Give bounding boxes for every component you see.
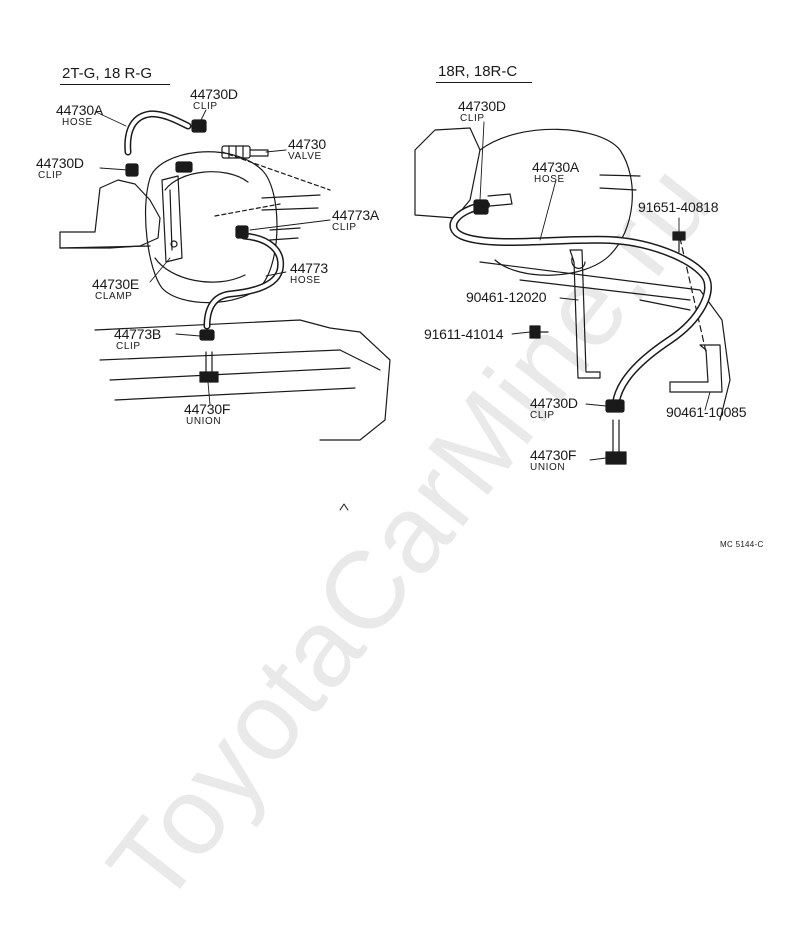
right-part-number-bracket-90461-12020: 90461-12020	[466, 289, 547, 305]
right-part-number-hose: 44730A	[532, 159, 580, 175]
left-part-number-clamp: 44730E	[92, 276, 140, 292]
right-part-number-clip-lower: 44730D	[530, 395, 578, 411]
left-engine-outline	[59, 151, 391, 441]
left-hose-44730A	[124, 110, 192, 156]
right-part-number-bracket-90461-10085: 90461-10085	[666, 404, 747, 420]
right-part-number-bolt-91651: 91651-40818	[638, 199, 719, 215]
left-part-desc-clip-side: CLIP	[38, 170, 63, 181]
left-part-number-clip-upper: 44730D	[190, 86, 238, 102]
leader-lines	[95, 109, 711, 461]
right-part-number-bolt-91611: 91611-41014	[424, 326, 504, 342]
right-header-underline	[436, 82, 532, 83]
left-group-header: 2T-G, 18 R-G	[62, 65, 153, 82]
left-part-desc-valve: VALVE	[288, 151, 322, 162]
left-part-desc-hose-44730a: HOSE	[62, 117, 93, 128]
right-clips-and-bolts	[339, 193, 686, 511]
right-group-header: 18R, 18R-C	[438, 63, 518, 80]
right-part-number-union: 44730F	[530, 447, 577, 463]
left-part-number-clip-44773a: 44773A	[332, 207, 380, 223]
left-part-desc-clip-44773a: CLIP	[332, 222, 357, 233]
left-part-desc-clip-44773b: CLIP	[116, 341, 141, 352]
left-part-number-union: 44730F	[184, 401, 231, 417]
right-engine-outline	[414, 127, 731, 421]
right-part-desc-hose: HOSE	[534, 174, 565, 185]
left-header-underline	[60, 84, 170, 85]
left-part-desc-union: UNION	[186, 416, 222, 427]
left-part-desc-clamp: CLAMP	[95, 291, 133, 302]
right-part-desc-clip-lower: CLIP	[530, 410, 555, 421]
right-hose-44730A	[449, 201, 712, 406]
left-part-number-clip-44773b: 44773B	[114, 326, 162, 342]
left-part-number-hose-44730a: 44730A	[56, 102, 104, 118]
left-valve-44730	[221, 145, 269, 159]
right-part-desc-union: UNION	[530, 462, 566, 473]
right-part-desc-clip-upper: CLIP	[460, 113, 485, 124]
left-clips	[125, 119, 249, 383]
left-part-number-clip-side: 44730D	[36, 155, 84, 171]
left-part-desc-clip-upper: CLIP	[193, 101, 218, 112]
left-part-number-valve: 44730	[288, 136, 326, 152]
left-part-number-hose-44773: 44773	[290, 260, 328, 276]
left-part-desc-hose-44773: HOSE	[290, 275, 321, 286]
left-hose-44773	[203, 232, 285, 330]
figure-code: MC 5144-C	[720, 540, 764, 549]
right-part-number-clip-upper: 44730D	[458, 98, 506, 114]
